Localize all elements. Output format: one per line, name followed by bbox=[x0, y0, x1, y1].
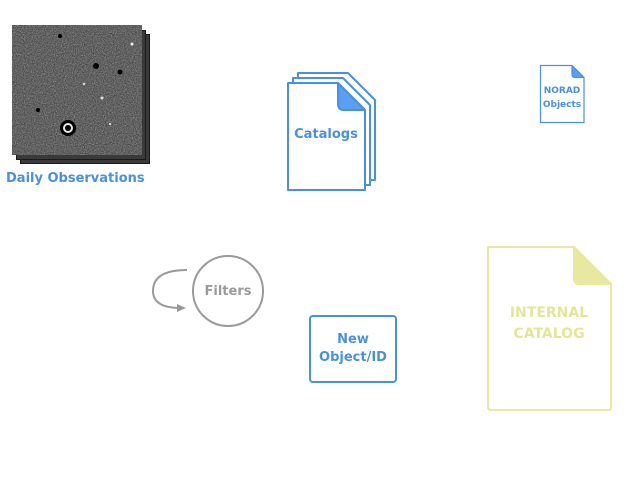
norad-objects-node: NORAD Objects bbox=[539, 64, 587, 126]
norad-line-1: NORAD bbox=[543, 86, 581, 96]
internal-line-1: INTERNAL bbox=[509, 305, 589, 321]
norad-line-2: Objects bbox=[542, 100, 582, 110]
loop-arrow-icon bbox=[151, 269, 188, 312]
norad-objects-label: NORAD Objects bbox=[540, 84, 584, 112]
filters-node: Filters bbox=[145, 250, 275, 335]
document-stack-icon bbox=[287, 72, 376, 191]
new-object-line-1: New bbox=[337, 332, 369, 347]
new-object-node: New Object/ID bbox=[309, 315, 397, 383]
filters-label: Filters bbox=[204, 284, 252, 299]
document-icon bbox=[487, 246, 612, 411]
filters-shape bbox=[151, 255, 264, 327]
observation-image-stack-icon bbox=[12, 25, 150, 164]
catalogs-node: Catalogs bbox=[280, 66, 380, 196]
daily-observations-node: Daily Observations bbox=[0, 0, 180, 200]
daily-observations-label: Daily Observations bbox=[6, 171, 145, 186]
document-icon bbox=[539, 64, 585, 124]
internal-catalog-label: INTERNAL CATALOG bbox=[488, 303, 610, 345]
catalogs-label: Catalogs bbox=[294, 127, 358, 142]
internal-catalog-node: INTERNAL CATALOG bbox=[484, 244, 616, 414]
new-object-line-2: Object/ID bbox=[319, 350, 387, 365]
internal-line-2: CATALOG bbox=[513, 326, 585, 342]
